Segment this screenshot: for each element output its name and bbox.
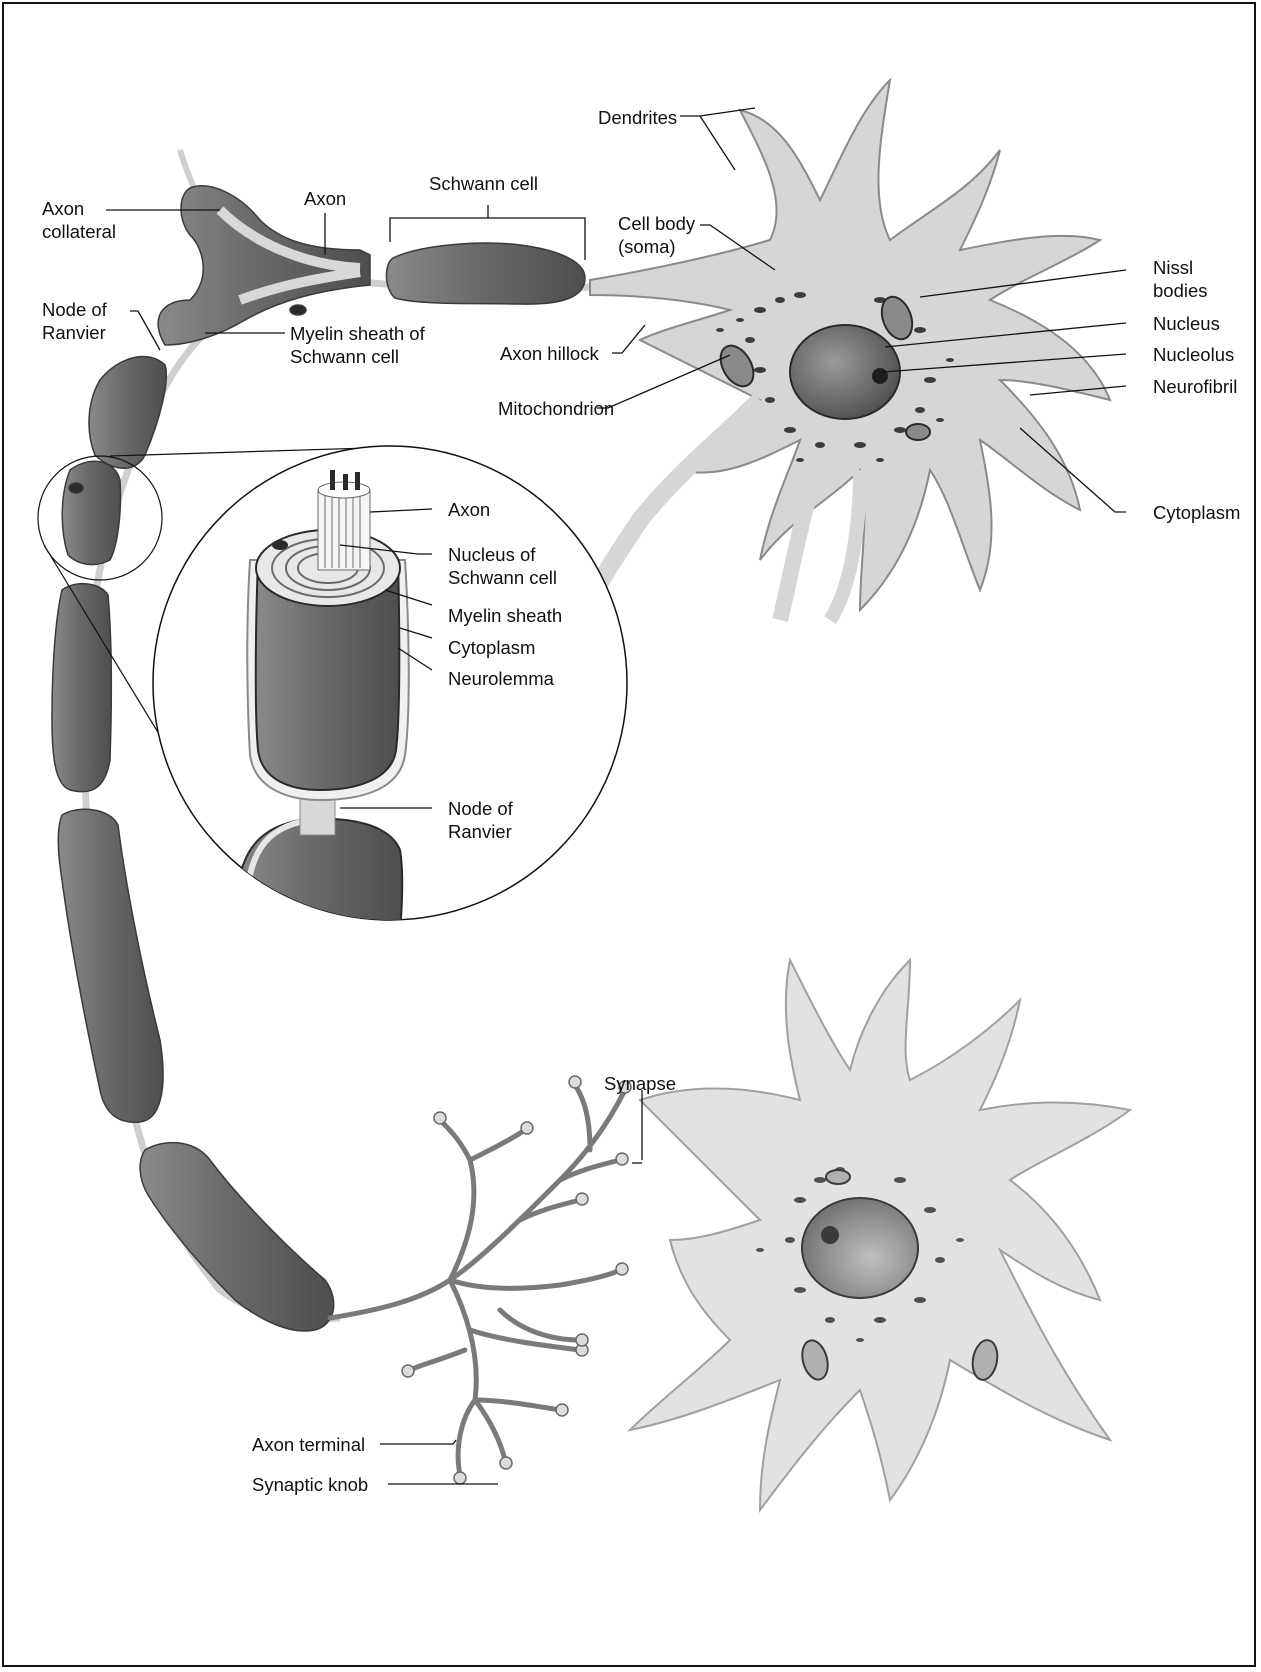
nucleus-lower <box>802 1198 918 1298</box>
label-inset-axon: Axon <box>448 498 490 521</box>
label-inset-cytoplasm: Cytoplasm <box>448 636 535 659</box>
label-inset-node-of-ranvier: Node of Ranvier <box>448 797 513 843</box>
label-axon-terminal: Axon terminal <box>252 1433 365 1456</box>
schwann-cell-segment <box>386 243 585 304</box>
label-nucleus: Nucleus <box>1153 312 1220 335</box>
label-axon-hillock: Axon hillock <box>500 342 599 365</box>
label-node-of-ranvier-top: Node of Ranvier <box>42 298 107 344</box>
axon-terminal-tree <box>330 1085 625 1475</box>
label-nucleus-of-schwann-cell: Nucleus of Schwann cell <box>448 543 557 589</box>
label-axon-top: Axon <box>304 187 346 210</box>
label-mitochondrion: Mitochondrion <box>498 397 614 420</box>
label-cell-body: Cell body (soma) <box>618 212 695 258</box>
label-synaptic-knob: Synaptic knob <box>252 1473 368 1496</box>
label-synapse: Synapse <box>604 1072 676 1095</box>
label-nissl-bodies: Nissl bodies <box>1153 256 1208 302</box>
label-nucleolus: Nucleolus <box>1153 343 1234 366</box>
label-neurofibril: Neurofibril <box>1153 375 1237 398</box>
label-dendrites: Dendrites <box>598 106 677 129</box>
label-neurolemma: Neurolemma <box>448 667 554 690</box>
label-myelin-sheath: Myelin sheath <box>448 604 562 627</box>
label-myelin-sheath-of-schwann-cell: Myelin sheath of Schwann cell <box>290 322 425 368</box>
label-schwann-cell: Schwann cell <box>429 172 538 195</box>
label-cytoplasm-right: Cytoplasm <box>1153 501 1240 524</box>
label-axon-collateral: Axon collateral <box>42 197 116 243</box>
inset-magnified-view <box>153 446 627 930</box>
